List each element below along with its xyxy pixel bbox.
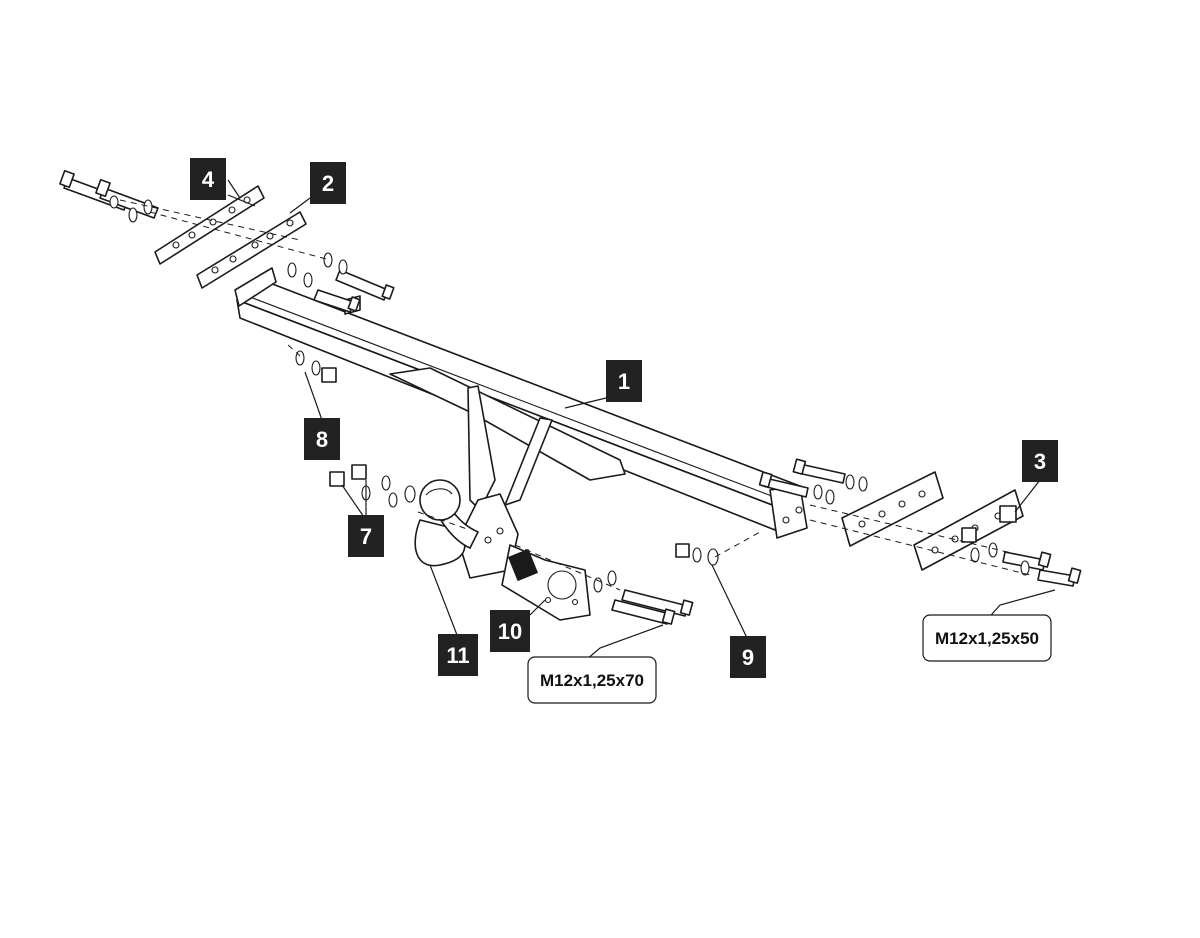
left-plate-outer — [154, 185, 265, 265]
spec-label-center: M12x1,25x70 — [527, 656, 657, 704]
callout-7: 7 — [348, 515, 384, 557]
callout-1: 1 — [606, 360, 642, 402]
callout-11-label: 11 — [446, 643, 469, 668]
left-plate-inner — [196, 211, 307, 289]
spec-label-right-text: M12x1,25x50 — [935, 629, 1039, 648]
callout-3: 3 — [1022, 440, 1058, 482]
callout-2-label: 2 — [322, 171, 334, 196]
callout-10-label: 10 — [498, 619, 522, 644]
callout-9: 9 — [730, 636, 766, 678]
callout-4: 4 — [190, 158, 226, 200]
assembly-axis-lines — [119, 199, 1031, 591]
callout-1-label: 1 — [618, 369, 630, 394]
socket-plate — [501, 544, 591, 621]
callout-2: 2 — [310, 162, 346, 204]
callout-11: 11 — [438, 634, 478, 676]
leader-lines — [227, 179, 1041, 641]
callout-9-label: 9 — [742, 645, 754, 670]
callout-4-label: 4 — [202, 167, 215, 192]
callout-7-label: 7 — [360, 524, 372, 549]
bolt-set — [59, 169, 1082, 625]
washers-nuts — [109, 195, 1030, 593]
spec-label-center-text: M12x1,25x70 — [540, 671, 644, 690]
callout-10: 10 — [490, 610, 530, 652]
central-mount-bracket — [389, 367, 626, 579]
right-plate-inner — [841, 471, 944, 547]
callout-8: 8 — [304, 418, 340, 460]
callout-3-label: 3 — [1034, 449, 1046, 474]
callout-8-label: 8 — [316, 427, 328, 452]
spec-label-right: M12x1,25x50 — [922, 614, 1052, 662]
